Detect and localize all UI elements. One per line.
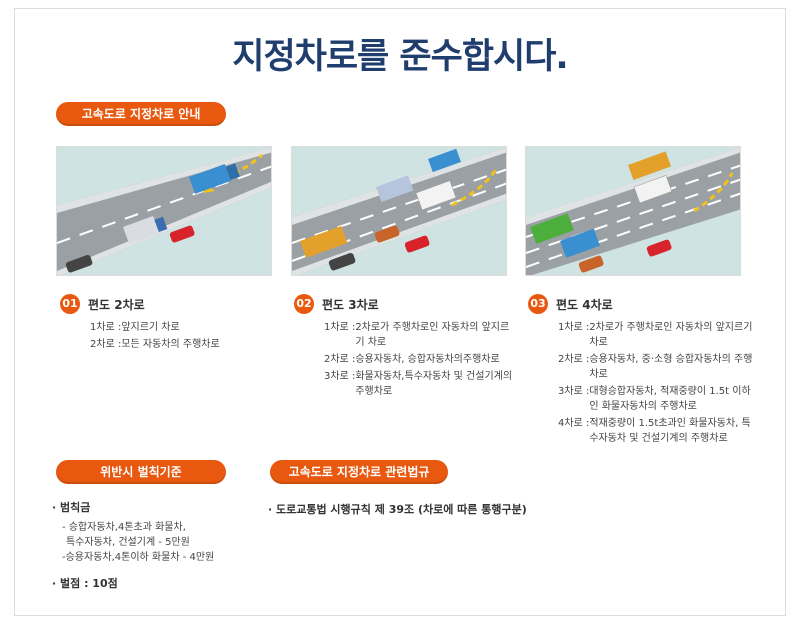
lane-row-value: 앞지르기 차로	[121, 322, 180, 333]
lane-row: 1차로 : 2차로가 주행차로인 자동차의 앞지르기 차로	[324, 320, 514, 350]
lane-illustration-2	[291, 146, 507, 276]
fine-line: -승용자동차,4톤이하 화물차 - 4만원	[62, 552, 215, 563]
lane-row: 3차로 : 화물자동차,특수자동차 및 건설기계의 주행차로	[324, 369, 514, 399]
page-title: 지정차로를 준수합시다.	[232, 37, 568, 77]
lane-heading-2: 02 편도 3차로	[294, 294, 379, 314]
fine-details: - 승합자동차,4톤초과 화물차, 특수자동차, 건설기계 - 5만원 -승용자…	[62, 520, 262, 565]
fine-line: 특수자동차, 건설기계 - 5만원	[66, 537, 190, 548]
lane-title: 편도 4차로	[556, 297, 613, 312]
lane-row-key: 2차로 :	[558, 354, 590, 365]
lane-row: 1차로 : 앞지르기 차로	[90, 320, 260, 335]
lane-title: 편도 2차로	[88, 297, 145, 312]
lane-row: 2차로 : 모든 자동차의 주행차로	[90, 337, 260, 352]
lane-row-key: 1차로 :	[90, 322, 122, 333]
lane-row-key: 3차로 :	[558, 386, 590, 397]
penalty-points-text: · 벌점 : 10점	[52, 577, 118, 590]
lane-illustration-3	[525, 146, 741, 276]
fine-heading-text: · 범칙금	[52, 501, 91, 514]
lane-row-value: 승용자동차, 승합자동차의주행차로	[355, 354, 500, 365]
lane-row-key: 3차로 :	[324, 371, 356, 382]
lane-row-value: 화물자동차,특수자동차 및 건설기계의 주행차로	[355, 371, 513, 397]
lane-row-key: 1차로 :	[324, 322, 356, 333]
law-reference: · 도로교통법 시행규칙 제 39조 (차로에 따른 통행구분)	[268, 502, 527, 517]
lane-row-value: 모든 자동차의 주행차로	[121, 339, 220, 350]
content-frame	[14, 8, 786, 616]
penalty-section-pill: 위반시 벌칙기준	[56, 460, 226, 484]
lane-row-key: 4차로 :	[558, 418, 590, 429]
lane-row-key: 1차로 :	[558, 322, 590, 333]
lane-row: 2차로 : 승용자동차, 중·소형 승합자동차의 주행차로	[558, 352, 758, 382]
lane-heading-3: 03 편도 4차로	[528, 294, 613, 314]
lane-number-badge: 01	[60, 294, 80, 314]
lane-description-2: 1차로 : 2차로가 주행차로인 자동차의 앞지르기 차로 2차로 : 승용자동…	[324, 320, 514, 401]
penalty-points: · 벌점 : 10점	[52, 576, 118, 591]
guide-section-pill: 고속도로 지정차로 안내	[56, 102, 226, 126]
lane-row-key: 2차로 :	[90, 339, 122, 350]
fine-heading: · 범칙금	[52, 500, 90, 515]
lane-row: 4차로 : 적재중량이 1.5t초과인 화물자동차, 특수자동차 및 건설기계의…	[558, 416, 758, 446]
lane-heading-1: 01 편도 2차로	[60, 294, 145, 314]
lane-illustration-1	[56, 146, 272, 276]
lane-row-value: 승용자동차, 중·소형 승합자동차의 주행차로	[589, 354, 753, 380]
lane-number-badge: 02	[294, 294, 314, 314]
lane-row-value: 적재중량이 1.5t초과인 화물자동차, 특수자동차 및 건설기계의 주행차로	[589, 418, 751, 444]
lane-description-1: 1차로 : 앞지르기 차로 2차로 : 모든 자동차의 주행차로	[90, 320, 260, 354]
lane-row-value: 2차로가 주행차로인 자동차의 앞지르기 차로	[589, 322, 753, 348]
law-section-pill: 고속도로 지정차로 관련법규	[270, 460, 448, 484]
lane-row-key: 2차로 :	[324, 354, 356, 365]
lane-row: 3차로 : 대형승합자동차, 적재중량이 1.5t 이하인 화물자동차의 주행차…	[558, 384, 758, 414]
lane-description-3: 1차로 : 2차로가 주행차로인 자동차의 앞지르기 차로 2차로 : 승용자동…	[558, 320, 758, 448]
fine-line: - 승합자동차,4톤초과 화물차,	[62, 522, 186, 533]
lane-row-value: 2차로가 주행차로인 자동차의 앞지르기 차로	[355, 322, 510, 348]
lane-row-value: 대형승합자동차, 적재중량이 1.5t 이하인 화물자동차의 주행차로	[589, 386, 751, 412]
lane-row: 2차로 : 승용자동차, 승합자동차의주행차로	[324, 352, 514, 367]
lane-number-badge: 03	[528, 294, 548, 314]
law-reference-text: · 도로교통법 시행규칙 제 39조 (차로에 따른 통행구분)	[268, 503, 527, 516]
lane-title: 편도 3차로	[322, 297, 379, 312]
lane-row: 1차로 : 2차로가 주행차로인 자동차의 앞지르기 차로	[558, 320, 758, 350]
